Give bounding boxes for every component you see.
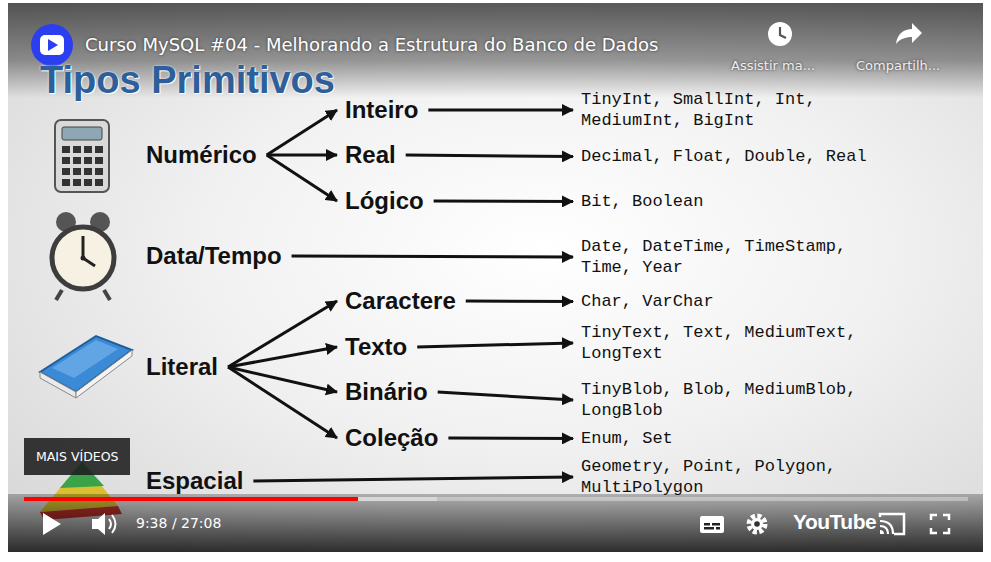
play-icon <box>43 513 61 535</box>
arrow-connector <box>253 477 573 481</box>
slide-title: Tipos Primitivos <box>40 60 335 100</box>
arrow-connector <box>228 367 337 392</box>
category-label: Espacial <box>146 467 243 495</box>
buffer-bar <box>24 497 437 501</box>
node-text: MAIS VÍDEOS <box>36 449 118 464</box>
volume-icon <box>92 513 116 535</box>
subcategory-label: Lógico <box>345 187 424 215</box>
time-display: 9:38 / 27:08 <box>136 515 221 531</box>
subcategory-label: Texto <box>345 333 407 361</box>
node-text: Date, DateTime, TimeStamp, Time, Year <box>581 236 881 278</box>
arrow-connector <box>228 367 337 438</box>
node-text: Decimal, Float, Double, Real <box>581 146 881 167</box>
watch-later-label: Assistir ma... <box>731 58 815 73</box>
category-label: Literal <box>146 353 218 381</box>
node-text: Espacial <box>146 467 243 495</box>
type-list: Date, DateTime, TimeStamp, Time, Year <box>581 236 881 278</box>
type-list: Char, VarChar <box>581 291 881 312</box>
type-list: Decimal, Float, Double, Real <box>581 146 881 167</box>
subcategory-label: Real <box>345 141 396 169</box>
node-text: Literal <box>146 353 218 381</box>
arrow-connector <box>228 347 337 367</box>
video-title: Curso MySQL #04 - Melhorando a Estrutura… <box>85 34 658 55</box>
node-text: Binário <box>345 378 428 406</box>
node-text: Char, VarChar <box>581 291 881 312</box>
node-text: Texto <box>345 333 407 361</box>
type-list: TinyInt, SmallInt, Int, MediumInt, BigIn… <box>581 89 881 131</box>
arrow-connector <box>292 256 573 257</box>
arrow-connector <box>448 437 573 441</box>
category-label: Data/Tempo <box>146 242 282 270</box>
subcategory-label: Binário <box>345 378 428 406</box>
arrow-connector <box>438 392 573 400</box>
arrow-connector <box>434 200 573 204</box>
arrow-connector <box>417 343 573 347</box>
arrow-connector <box>428 109 573 112</box>
arrow-connector <box>406 155 573 157</box>
clock-icon <box>52 212 114 300</box>
arrow-connector <box>267 155 337 201</box>
arrow-connector <box>267 154 337 157</box>
subcategory-label: Caractere <box>345 287 456 315</box>
node-text: TinyText, Text, MediumText, LongText <box>581 322 881 364</box>
node-text: Data/Tempo <box>146 242 282 270</box>
youtube-logo-text: YouTube <box>793 510 876 534</box>
watch-later-icon <box>768 22 792 46</box>
progress-played <box>24 497 358 501</box>
type-list: Geometry, Point, Polygon, MultiPolygon <box>581 456 881 498</box>
node-text: Geometry, Point, Polygon, MultiPolygon <box>581 456 881 498</box>
type-list: TinyText, Text, MediumText, LongText <box>581 322 881 364</box>
overlay-button: MAIS VÍDEOS <box>24 438 130 475</box>
node-text: Caractere <box>345 287 456 315</box>
share-icon <box>896 23 922 44</box>
node-text: Coleção <box>345 424 438 452</box>
settings-icon <box>749 516 765 532</box>
arrow-connector <box>228 301 337 367</box>
calculator-icon <box>55 120 109 192</box>
fullscreen-icon <box>931 515 949 533</box>
arrow-connector <box>267 110 337 155</box>
node-text: Inteiro <box>345 96 418 124</box>
cast-icon <box>880 514 904 534</box>
type-list: Enum, Set <box>581 428 881 449</box>
share-label: Compartilh... <box>856 58 940 73</box>
category-label: Numérico <box>146 141 257 169</box>
node-text: TinyBlob, Blob, MediumBlob, LongBlob <box>581 379 881 421</box>
node-text: TinyInt, SmallInt, Int, MediumInt, BigIn… <box>581 89 881 131</box>
node-text: Enum, Set <box>581 428 881 449</box>
type-list: Bit, Boolean <box>581 191 881 212</box>
node-text: Bit, Boolean <box>581 191 881 212</box>
type-list: TinyBlob, Blob, MediumBlob, LongBlob <box>581 379 881 421</box>
subcategory-label: Inteiro <box>345 96 418 124</box>
subtitles-icon <box>700 516 724 533</box>
subcategory-label: Coleção <box>345 424 438 452</box>
node-text: Numérico <box>146 141 257 169</box>
progress-track <box>24 497 968 501</box>
arrow-connector <box>466 300 573 304</box>
book-icon <box>40 336 132 398</box>
node-text: Real <box>345 141 396 169</box>
node-text: Lógico <box>345 187 424 215</box>
